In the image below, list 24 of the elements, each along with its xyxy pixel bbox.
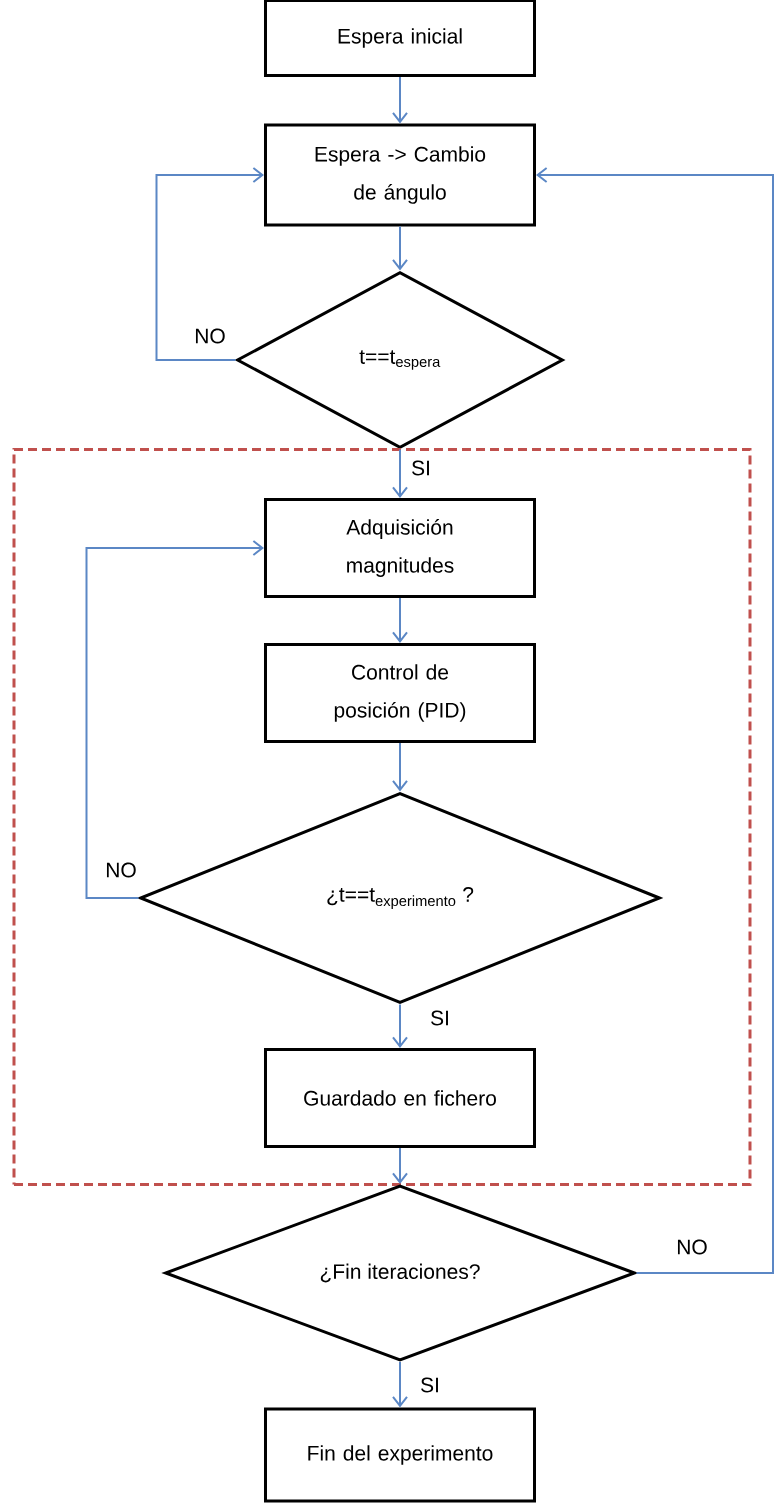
process-box: Adquisición magnitudes [264, 498, 536, 598]
process-box: Fin del experimento [264, 1407, 536, 1503]
process-box: Control de posición (PID) [264, 643, 536, 743]
edge-label: NO [196, 328, 225, 344]
arrow [392, 1147, 408, 1184]
arrow [392, 1361, 408, 1408]
arrow [536, 167, 774, 1274]
arrow [392, 742, 408, 792]
edge-label: NO [677, 1239, 707, 1255]
arrow [392, 225, 408, 271]
arrow [155, 167, 264, 361]
arrow [392, 1003, 408, 1048]
dashed-region [12, 448, 752, 1186]
edge-label: SI [412, 460, 429, 476]
process-box: Espera inicial [264, 0, 536, 77]
arrow [392, 448, 408, 498]
arrow [392, 76, 408, 124]
arrow [85, 540, 264, 899]
edge-label: SI [421, 1377, 438, 1393]
process-box: Espera -> Cambio de ángulo [264, 123, 536, 227]
edge-label: SI [431, 1010, 448, 1026]
edge-label: NO [106, 862, 136, 878]
arrow [392, 597, 408, 643]
process-box: Guardado en fichero [264, 1048, 536, 1148]
